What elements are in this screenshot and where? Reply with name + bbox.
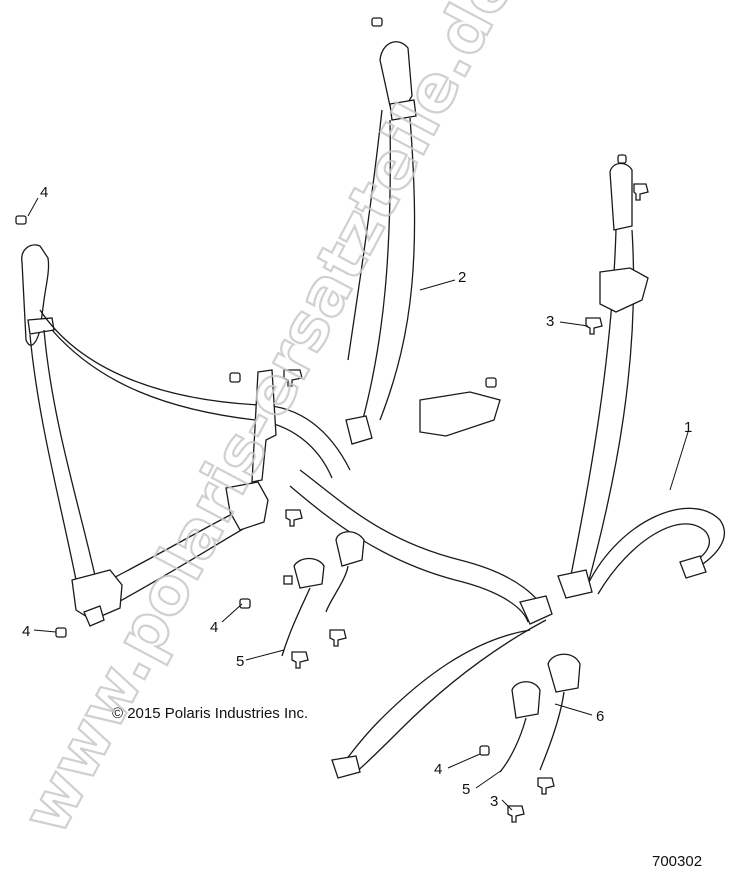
nut-top-center	[371, 17, 383, 27]
center-end-tongue	[331, 755, 361, 779]
center-retractor	[419, 391, 501, 437]
bolt-mid	[285, 509, 303, 527]
leader-lines	[27, 197, 689, 811]
callout-4-mid: 4	[210, 619, 218, 636]
nut-lower-buckle	[479, 745, 490, 756]
left-seat-belt-assembly	[15, 215, 351, 638]
right-upper-anchor	[609, 162, 633, 231]
callout-4-bottom: 4	[434, 761, 442, 778]
callout-4-top-left: 4	[40, 184, 48, 201]
nut-right-top	[617, 154, 627, 164]
callout-2: 2	[458, 269, 466, 286]
callout-5-bottom: 5	[462, 781, 470, 798]
left-buckle-stalk	[251, 369, 277, 483]
nut-left-top	[15, 215, 27, 225]
diagram-number: 700302	[652, 853, 702, 870]
left-retractor	[71, 569, 123, 621]
left-guide-loop	[27, 317, 55, 335]
callout-3-right: 3	[546, 313, 554, 330]
buckle-assembly-lower	[479, 653, 581, 823]
callout-3-bottom: 3	[490, 793, 498, 810]
callout-5-mid: 5	[236, 653, 244, 670]
center-lower-anchor	[519, 595, 553, 625]
bolt-center	[283, 369, 303, 387]
nut-lower	[239, 598, 251, 609]
nut-center-right	[485, 377, 497, 388]
callouts: 4 2 3 1 4 4 5 6 4 5 3	[22, 184, 692, 810]
right-seat-belt-assembly	[557, 154, 726, 599]
center-seat-belt-assembly	[289, 17, 553, 779]
right-retractor	[599, 267, 649, 313]
buckle-assembly-middle	[281, 531, 365, 669]
nut-left-bottom	[55, 627, 67, 638]
callout-1: 1	[684, 419, 692, 436]
nut-center	[229, 372, 241, 383]
right-lower-anchor	[557, 569, 593, 599]
left-buckle-mount	[225, 481, 269, 531]
copyright-text: © 2015 Polaris Industries Inc.	[112, 705, 308, 722]
nut-buckle-1	[283, 575, 293, 585]
callout-6: 6	[596, 708, 604, 725]
callout-4-bottom-left: 4	[22, 623, 30, 640]
